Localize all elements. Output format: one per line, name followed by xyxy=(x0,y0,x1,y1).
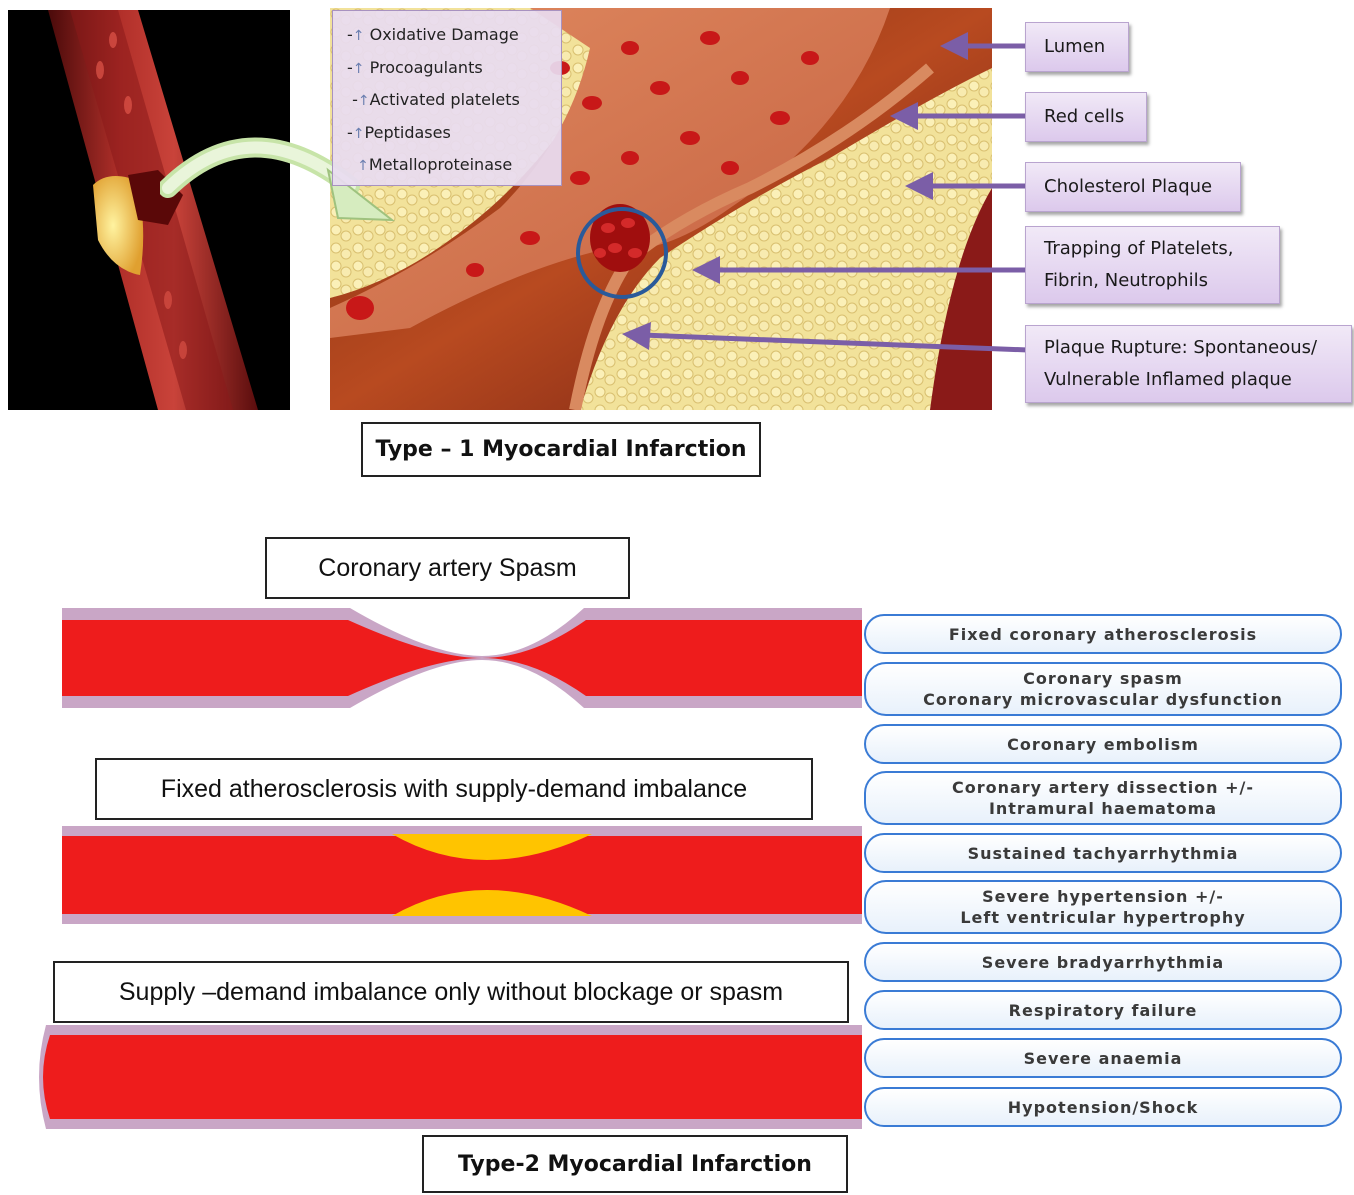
type2-title: Type-2 Myocardial Infarction xyxy=(422,1135,848,1193)
label-lumen: Lumen xyxy=(1025,22,1129,72)
cause-item: Hypotension/Shock xyxy=(864,1087,1342,1127)
label-red-cells: Red cells xyxy=(1025,92,1147,142)
fixed-atherosclerosis-title: Fixed atherosclerosis with supply-demand… xyxy=(95,758,813,820)
cause-item: Severe bradyarrhythmia xyxy=(864,942,1342,982)
vessel-fixed-plaque-diagram xyxy=(62,826,862,924)
cause-item: Coronary spasm Coronary microvascular dy… xyxy=(864,662,1342,716)
cause-item: Severe anaemia xyxy=(864,1038,1342,1078)
cause-item: Coronary embolism xyxy=(864,724,1342,764)
vessel-normal-diagram xyxy=(32,1025,862,1129)
label-trapping: Trapping of Platelets, Fibrin, Neutrophi… xyxy=(1025,226,1280,304)
cause-item: Coronary artery dissection +/- Intramura… xyxy=(864,771,1342,825)
label-plaque-rupture: Plaque Rupture: Spontaneous/ Vulnerable … xyxy=(1025,325,1352,403)
type1-title: Type – 1 Myocardial Infarction xyxy=(361,422,761,477)
cause-item: Respiratory failure xyxy=(864,990,1342,1030)
cause-item: Sustained tachyarrhythmia xyxy=(864,833,1342,873)
supply-demand-title: Supply –demand imbalance only without bl… xyxy=(53,961,849,1023)
cause-item: Fixed coronary atherosclerosis xyxy=(864,614,1342,654)
spasm-title: Coronary artery Spasm xyxy=(265,537,630,599)
vessel-spasm-diagram xyxy=(62,608,862,708)
label-cholesterol-plaque: Cholesterol Plaque xyxy=(1025,162,1241,212)
cause-item: Severe hypertension +/- Left ventricular… xyxy=(864,880,1342,934)
